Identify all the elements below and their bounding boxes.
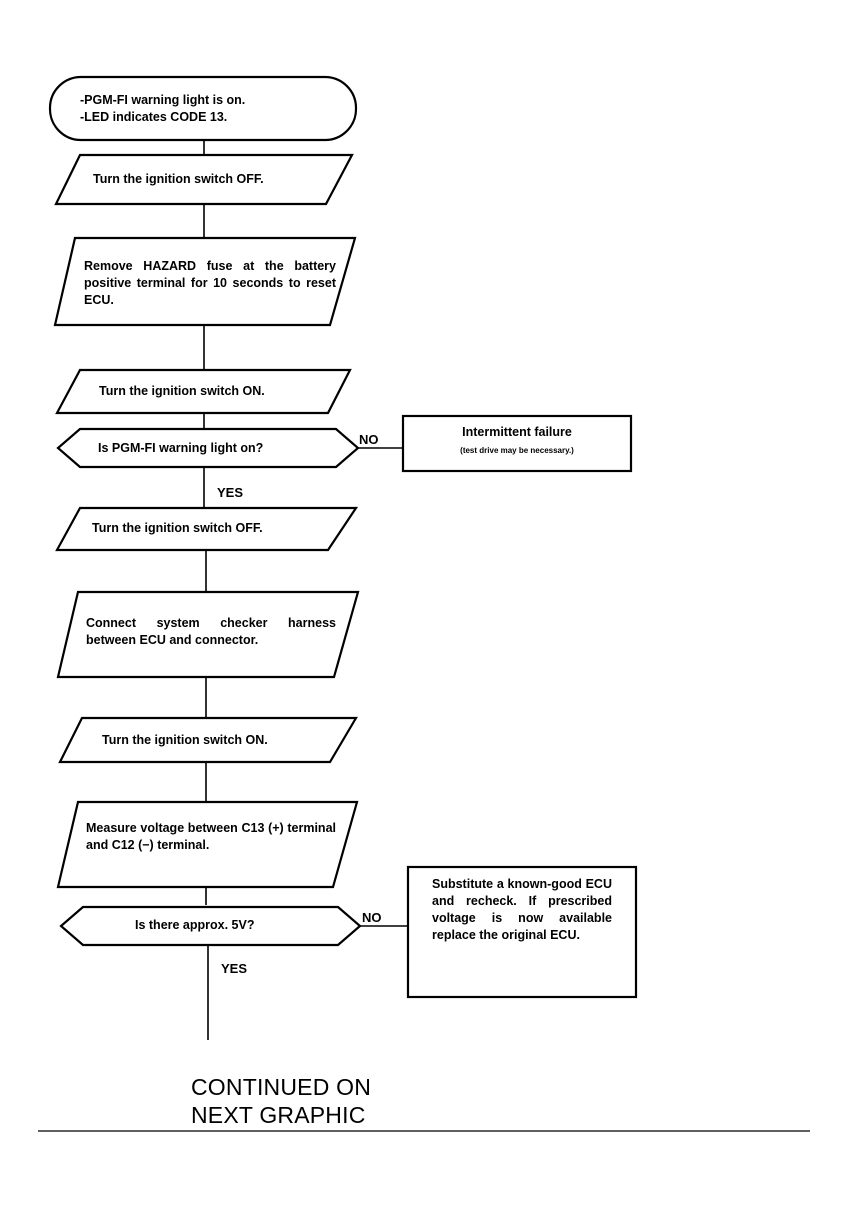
result1-title: Intermittent failure: [462, 425, 572, 439]
step6-shape: [58, 716, 358, 764]
start-terminal-shape: [48, 75, 358, 142]
continued-note: CONTINUED ON NEXT GRAPHIC: [191, 1073, 451, 1129]
step7-text: Measure voltage between C13 (+) terminal…: [86, 821, 336, 852]
step3-shape: [55, 368, 352, 415]
step3-text: Turn the ignition switch ON.: [99, 384, 265, 398]
decision1-question: Is PGM-FI warning light on?: [98, 441, 264, 455]
decision2-no-label: NO: [362, 910, 382, 925]
continued-line-2: NEXT GRAPHIC: [191, 1102, 366, 1128]
decision2-shape: [59, 905, 362, 947]
result2-shape: [406, 865, 638, 999]
step1-text: Turn the ignition switch OFF.: [93, 172, 264, 186]
continued-line-1: CONTINUED ON: [191, 1074, 372, 1100]
result1-note: (test drive may be necessary.): [460, 446, 574, 455]
decision2-yes-label: YES: [221, 961, 248, 976]
step6-text: Turn the ignition switch ON.: [102, 733, 268, 747]
step5-shape: [56, 590, 360, 679]
step4-shape: [55, 506, 359, 552]
start-text: -PGM-FI warning light is on. -LED indica…: [80, 92, 350, 126]
result2-text: Substitute a known-good ECU and recheck.…: [432, 877, 612, 942]
step7-shape: [56, 800, 359, 889]
start-line-2: -LED indicates CODE 13.: [80, 110, 228, 124]
decision1-yes-label: YES: [217, 485, 244, 500]
start-line-1: -PGM-FI warning light is on.: [80, 93, 246, 107]
step5-text: Connect system checker harness between E…: [86, 616, 336, 647]
result1-shape: [401, 414, 633, 473]
step2-text: Remove HAZARD fuse at the battery positi…: [84, 259, 336, 307]
decision2-question: Is there approx. 5V?: [135, 918, 255, 932]
step1-shape: [54, 153, 354, 206]
decision1-no-label: NO: [359, 432, 379, 447]
decision1-shape: [56, 427, 360, 469]
step4-text: Turn the ignition switch OFF.: [92, 521, 263, 535]
step2-shape: [53, 236, 357, 327]
